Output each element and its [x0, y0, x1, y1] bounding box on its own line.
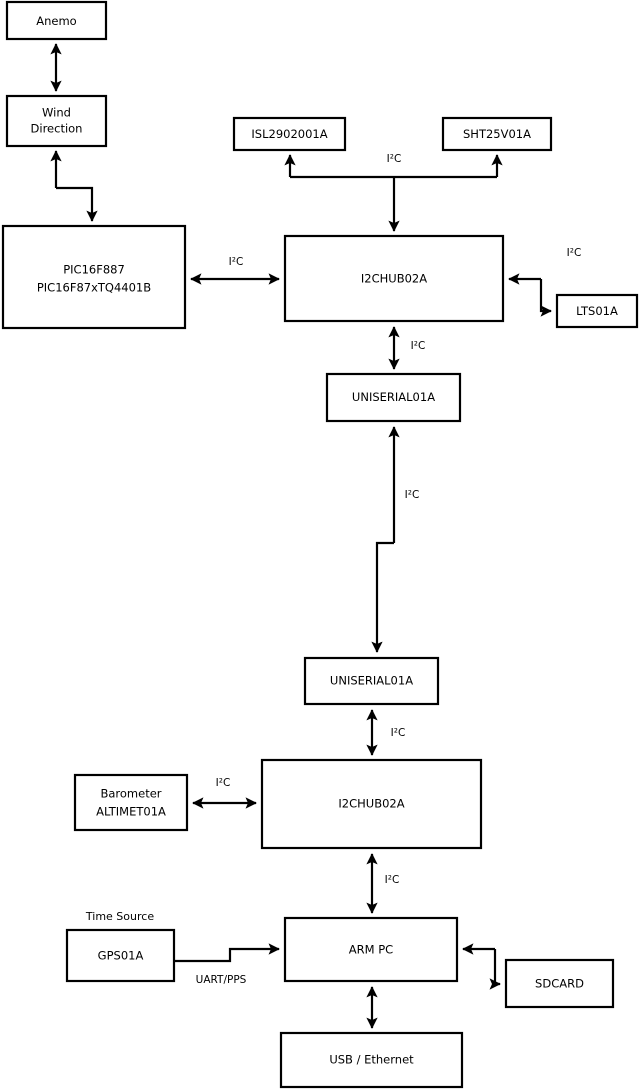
connector-uniserial1-uniserial2-bend	[371, 541, 394, 653]
node-lts01a[interactable]: LTS01A	[555, 293, 639, 329]
free-label-time-source: Time Source	[85, 910, 154, 923]
node-gps01a-label: GPS01A	[98, 949, 144, 963]
node-anemo-label: Anemo	[36, 14, 76, 28]
edge-label-uniserial1-uniserial2: I²C	[405, 489, 420, 501]
edge-label-gps-armpc: UART/PPS	[196, 974, 247, 986]
node-barometer-label-line1: Barometer	[100, 787, 161, 801]
node-isl2902001a[interactable]: ISL2902001A	[232, 116, 347, 152]
node-sht25v01a[interactable]: SHT25V01A	[441, 116, 553, 152]
node-usb-ethernet[interactable]: USB / Ethernet	[279, 1031, 464, 1089]
node-usb-ethernet-label: USB / Ethernet	[329, 1053, 414, 1067]
edge-label-hub1-lts: I²C	[567, 247, 582, 259]
node-sdcard-label: SDCARD	[535, 977, 584, 991]
connector-armpc-sdcard-out	[489, 949, 501, 990]
node-sht25v01a-label: SHT25V01A	[463, 127, 531, 141]
edge-label-uniserial2-hub2: I²C	[391, 727, 406, 739]
edge-label-pic-hub1: I²C	[229, 256, 244, 268]
node-uniserial01a-lower[interactable]: UNISERIAL01A	[303, 656, 440, 706]
node-uniserial01a-upper-label: UNISERIAL01A	[352, 390, 435, 404]
node-barometer-altimet01a[interactable]: Barometer ALTIMET01A	[73, 773, 189, 832]
node-wind-direction-label-line2: Direction	[31, 122, 83, 136]
edge-label-hub1-sensor-bus: I²C	[387, 153, 402, 165]
label-layer: I²C I²C I²C I²C I²C I²C I²C I²C UART/PPS…	[85, 153, 581, 986]
node-pic-label-line1: PIC16F887	[63, 263, 125, 277]
edge-label-barometer-hub2: I²C	[216, 777, 231, 789]
node-pic-label-line2: PIC16F87xTQ4401B	[37, 281, 151, 295]
connector-gps-armpc	[174, 943, 280, 963]
node-arm-pc[interactable]: ARM PC	[283, 916, 459, 983]
node-sdcard[interactable]: SDCARD	[504, 958, 615, 1009]
node-uniserial01a-lower-label: UNISERIAL01A	[330, 674, 413, 688]
node-i2chub02a-top-label: I2CHUB02A	[361, 272, 427, 286]
node-i2chub02a-bottom[interactable]: I2CHUB02A	[260, 758, 483, 850]
node-i2chub02a-top[interactable]: I2CHUB02A	[283, 234, 505, 323]
node-lts01a-label: LTS01A	[576, 304, 618, 318]
edge-label-hub2-armpc: I²C	[385, 874, 400, 886]
edge-label-hub1-uniserial1: I²C	[411, 340, 426, 352]
node-isl2902001a-label: ISL2902001A	[251, 127, 327, 141]
node-wind-direction[interactable]: Wind Direction	[5, 94, 108, 148]
node-gps01a[interactable]: GPS01A	[65, 928, 176, 983]
connector-hub1-lts-out	[539, 279, 552, 317]
node-arm-pc-label: ARM PC	[349, 943, 393, 957]
node-pic-microcontroller[interactable]: PIC16F887 PIC16F87xTQ4401B	[1, 224, 187, 330]
node-uniserial01a-upper[interactable]: UNISERIAL01A	[325, 372, 462, 423]
node-i2chub02a-bottom-label: I2CHUB02A	[338, 797, 404, 811]
node-wind-direction-label-line1: Wind	[42, 106, 71, 120]
connector-layer	[50, 43, 552, 1029]
connector-wind-pic-bend	[56, 186, 98, 222]
node-barometer-label-line2: ALTIMET01A	[96, 805, 166, 819]
node-anemo[interactable]: Anemo	[5, 0, 108, 41]
